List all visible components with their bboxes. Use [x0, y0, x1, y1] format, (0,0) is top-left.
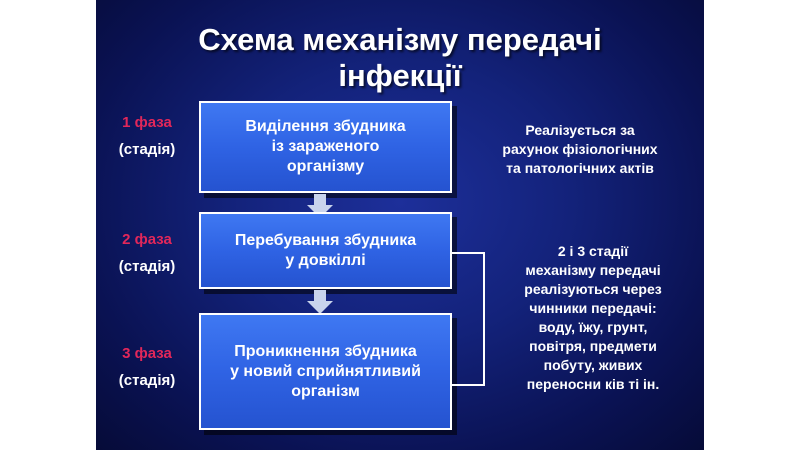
note-line: рахунок фізіологічних: [502, 141, 658, 157]
stage-box-shedding: Виділення збудника із зараженого організ…: [199, 101, 452, 193]
phase-stage: (стадія): [118, 258, 176, 275]
stage-box-environment: Перебування збудника у довкіллі: [199, 212, 452, 289]
phase-number: 2 фаза: [122, 231, 172, 248]
box-text-line: Перебування збудника: [234, 231, 417, 249]
box-text-line: організму: [286, 158, 365, 175]
box-text-line: у новий сприйнятливий: [230, 362, 421, 380]
note-line: реалізуються через: [524, 281, 662, 297]
box-text-line: із зараженого: [271, 138, 380, 155]
phase-label-3: 3 фаза (стадія): [96, 345, 198, 389]
note-line: та патологічних актів: [506, 160, 654, 176]
note-line: чинники передачі:: [529, 300, 657, 316]
box-text-line: у довкіллі: [285, 251, 366, 269]
note-line: Реалізується за: [525, 122, 635, 138]
down-arrow-icon: [307, 290, 333, 314]
slide-title: Схема механізму передачі інфекції: [96, 22, 704, 94]
box-text-line: Проникнення збудника: [234, 342, 417, 360]
stage-bracket-connector: [452, 252, 485, 386]
note-line: повітря, предмети: [529, 338, 657, 354]
phase-stage: (стадія): [118, 141, 176, 158]
box-text-line: організм: [291, 382, 360, 400]
note-line: механізму передачі: [525, 262, 661, 278]
phase-stage: (стадія): [118, 372, 176, 389]
note-physiological: Реалізується за рахунок фізіологічних та…: [480, 121, 680, 178]
phase-number: 3 фаза: [122, 345, 172, 362]
note-line: побуту, живих: [543, 357, 643, 373]
note-line: переносни ків ті ін.: [526, 376, 660, 392]
note-line: воду, їжу, грунт,: [538, 319, 648, 335]
slide: Схема механізму передачі інфекції 1 фаза…: [96, 0, 704, 450]
phase-number: 1 фаза: [122, 114, 172, 131]
note-line: 2 і 3 стадії: [557, 243, 629, 259]
down-arrow-icon: [307, 194, 333, 218]
title-line-1: Схема механізму передачі: [198, 22, 602, 57]
note-transmission-factors: 2 і 3 стадії механізму передачі реалізую…: [495, 242, 691, 394]
phase-label-2: 2 фаза (стадія): [96, 231, 198, 275]
title-line-2: інфекції: [338, 58, 462, 93]
phase-label-1: 1 фаза (стадія): [96, 114, 198, 158]
box-text-line: Виділення збудника: [245, 118, 406, 135]
stage-box-penetration: Проникнення збудника у новий сприйнятлив…: [199, 313, 452, 430]
